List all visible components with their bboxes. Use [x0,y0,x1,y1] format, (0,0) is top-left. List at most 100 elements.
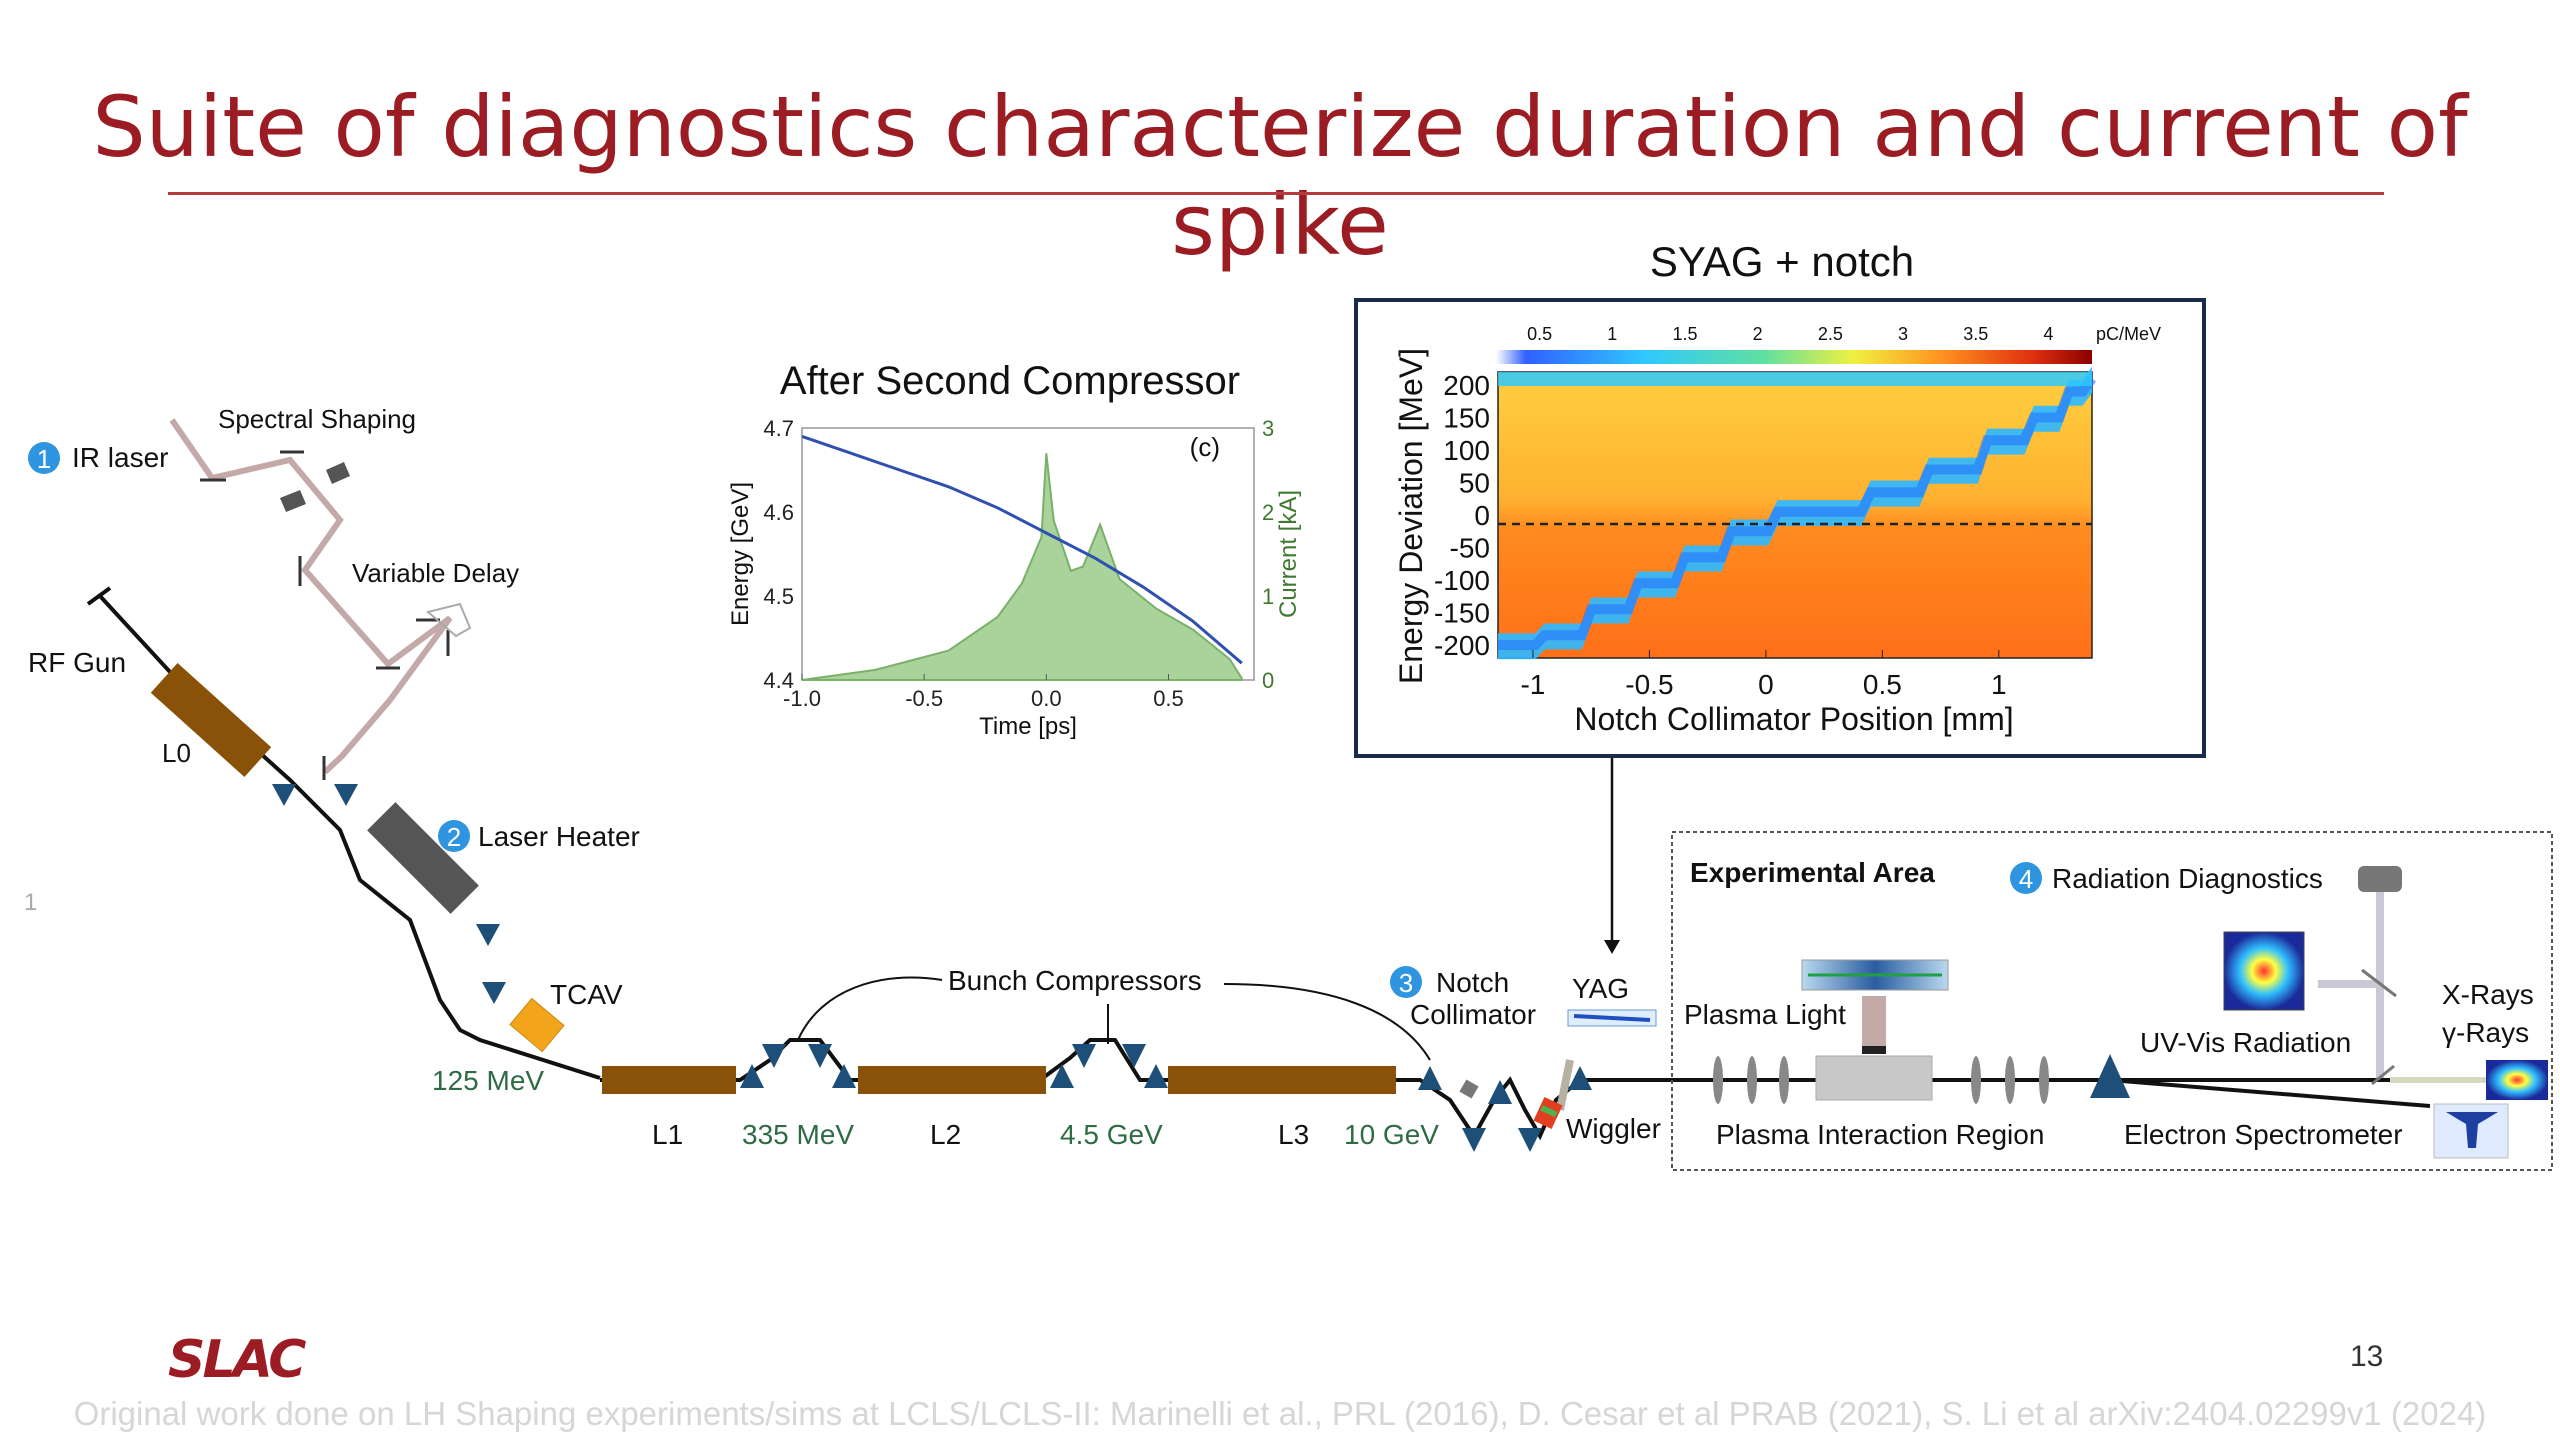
y-tick-label-right: 2 [1262,500,1274,525]
yag-label: YAG [1572,973,1629,1004]
x-tick-label: 0 [1758,669,1774,700]
energy-335-label: 335 MeV [742,1119,854,1150]
spectrometer-label: Electron Spectrometer [2124,1119,2403,1150]
notch-label-line2: Collimator [1410,999,1536,1030]
y-tick-label-left: 4.7 [763,416,794,441]
colorbar-tick-label: 2 [1753,324,1763,344]
badge-1-number: 1 [37,444,51,474]
spectral-shaping-label: Spectral Shaping [218,404,416,434]
plasma-region-label: Plasma Interaction Region [1716,1119,2044,1150]
bunch-compressors-label: Bunch Compressors [948,965,1202,996]
quadrupole-icon [1747,1056,1757,1104]
y-tick-label-right: 1 [1262,584,1274,609]
quadrupole-icon [1971,1056,1981,1104]
quadrupole-icon [2005,1056,2015,1104]
experimental-area: Experimental Area 4 Radiation Diagnostic… [1671,831,2553,1171]
dipole-icon [1518,1128,1542,1152]
y-tick-label: -100 [1434,565,1490,596]
y-tick-label: 200 [1443,370,1490,401]
compressor-ylabel-left: Energy [GeV] [727,482,754,626]
colorbar-tick-label: 1 [1607,324,1617,344]
colorbar-tick-label: 3.5 [1963,324,1988,344]
quadrupole-group [1713,1056,2049,1104]
current-area [801,453,1243,681]
compressor-xlabel: Time [ps] [979,713,1077,740]
compressor-panel-label: (c) [1190,432,1220,462]
title-divider [168,192,2384,195]
y-tick-label: -150 [1434,598,1490,629]
plasma-light-port [1862,996,1886,1046]
notch-collimator-jaw [1459,1079,1479,1099]
compressor-ylabel-right: Current [kA] [1275,490,1302,618]
dipole-icon [1488,1080,1512,1104]
arrow-head-icon [1604,940,1620,954]
tcav [509,997,565,1053]
energy-45-label: 4.5 GeV [1060,1119,1163,1150]
spectrometer-beam [2109,1078,2431,1108]
heatmap-band-core [1498,375,2097,650]
l2-linac [858,1066,1046,1094]
xrays-label: X-Rays [2442,979,2534,1010]
y-tick-label-left: 4.4 [763,668,794,693]
dipole-icon [1122,1044,1146,1068]
quadrupole-icon [1713,1056,1723,1104]
callout-arrow [797,976,943,1041]
badge-3-number: 3 [1399,968,1413,998]
l3-linac [1168,1066,1396,1094]
colorbar-tick-label: 1.5 [1672,324,1697,344]
energy-125-label: 125 MeV [432,1065,544,1096]
heatmap-top-edge [1498,372,2092,386]
dipole-icon [482,982,506,1004]
y-tick-label-right: 0 [1262,668,1274,693]
main-linac: L1 335 MeV L2 4.5 GeV L3 10 GeV Bunch Co… [24,758,2430,1152]
badge-1-icon [28,442,60,474]
syag-ylabel: Energy Deviation [MeV] [1393,348,1429,684]
slac-logo: SLAC [168,1330,306,1390]
laser-system: 1 IR laser Spectral Shaping Variable Del… [28,404,519,780]
x-tick-label: 0.0 [1031,686,1062,711]
y-tick-label: -200 [1434,630,1490,661]
quadrupole-icon [1779,1056,1789,1104]
x-tick-label: 0.5 [1153,686,1184,711]
dipole-icon [1568,1066,1592,1090]
wiggler-stripe [1540,1105,1558,1118]
spectrometer-magnet-icon [2090,1054,2130,1098]
xray-image [2486,1060,2548,1100]
yag-trace [1573,1014,1651,1022]
wiggler-label: Wiggler [1566,1113,1661,1144]
stray-mark: 1 [24,889,37,916]
rf-gun-label: RF Gun [28,647,126,678]
x-tick-label: 1 [1991,669,2007,700]
colorbar-unit: pC/MeV [2096,324,2161,344]
syag-xlabel: Notch Collimator Position [mm] [1574,701,2013,737]
syag-plot-title: SYAG + notch [1650,238,1914,285]
y-tick-label-left: 4.6 [763,500,794,525]
y-tick-label: 0 [1474,500,1490,531]
notch-label-line1: Notch [1436,967,1509,998]
mirror-icon [2371,1064,2395,1086]
dipole-icon [740,1064,764,1088]
l0-label: L0 [162,738,191,768]
dipole-icon [1050,1064,1074,1088]
colorbar-tick-label: 2.5 [1818,324,1843,344]
experimental-area-title: Experimental Area [1690,857,1935,888]
dipole-icon [762,1044,786,1068]
slide-number: 13 [2350,1340,2384,1373]
plasma-light-label: Plasma Light [1684,999,1846,1030]
x-tick-label: -1 [1520,669,1545,700]
badge-2-number: 2 [447,822,461,852]
callout-arrow [1223,983,1431,1061]
uvvis-image [2223,931,2305,1011]
colorbar-tick-label: 0.5 [1527,324,1552,344]
spectrometer-trace [2446,1112,2498,1148]
x-tick-label: 0.5 [1863,669,1902,700]
gun-cathode [86,586,112,606]
injector: RF Gun L0 2 Laser Heater TCAV 125 MeV [28,586,640,1096]
grating-icon [326,462,350,484]
badge-2-icon [438,820,470,852]
l3-label: L3 [1278,1119,1309,1150]
grays-label: γ-Rays [2442,1017,2529,1048]
plasma-light-port-cap [1862,1046,1886,1054]
